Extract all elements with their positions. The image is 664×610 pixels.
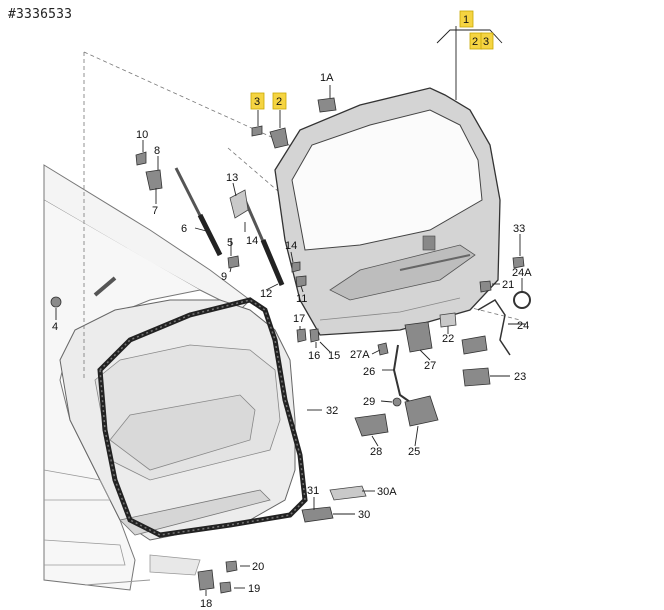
- part-label: 7: [152, 205, 158, 217]
- part-label: 29: [363, 396, 375, 408]
- part-label: 15: [328, 350, 340, 362]
- rod-part: [93, 276, 117, 297]
- highlight-box: [459, 10, 474, 28]
- part-label: 20: [252, 561, 264, 573]
- part-label: 12: [260, 288, 272, 300]
- part-label: 6: [181, 223, 187, 235]
- actuator-part: [461, 335, 488, 355]
- highlight-box: [480, 32, 494, 50]
- clip-part-27a: [377, 342, 389, 356]
- bumper-part: [291, 261, 301, 273]
- bumper-part-11: [295, 275, 307, 288]
- part-label: 33: [513, 223, 525, 235]
- cable-part: [392, 344, 411, 403]
- part-label: 19: [248, 583, 260, 595]
- screw-part-20: [225, 560, 238, 573]
- part-label: 9: [221, 271, 227, 283]
- actuator-part-23: [462, 367, 491, 387]
- part-label: 10: [136, 129, 148, 141]
- part-label: 5: [227, 237, 233, 249]
- part-label: 27A: [350, 349, 370, 361]
- part-label: 8: [154, 145, 160, 157]
- switch-part: [479, 280, 492, 293]
- part-label: 1: [463, 14, 469, 26]
- part-label: 25: [408, 446, 420, 458]
- part-label: 13: [226, 172, 238, 184]
- part-label: 18: [200, 598, 212, 610]
- plug-part: [309, 328, 320, 343]
- part-label: 23: [514, 371, 526, 383]
- bolt-part: [251, 125, 263, 137]
- part-label: 11: [296, 293, 307, 305]
- part-label: 22: [442, 333, 454, 345]
- cover-part: [439, 312, 457, 328]
- harness-part: [477, 298, 511, 356]
- part-label: 28: [370, 446, 382, 458]
- hinge-part-1a: [317, 97, 337, 113]
- grommet-part: [50, 296, 62, 308]
- part-label: 31: [307, 485, 319, 497]
- ring-part: [513, 291, 531, 309]
- bracket-part-18: [197, 569, 215, 591]
- part-label: 32: [326, 405, 338, 417]
- hinge-part: [269, 127, 289, 149]
- vehicle-body: [43, 164, 296, 591]
- part-label: 3: [254, 96, 260, 108]
- part-label: 2: [472, 36, 478, 48]
- part-label: 14: [246, 235, 258, 247]
- part-label: 14: [285, 240, 297, 252]
- handle-part: [404, 395, 439, 427]
- camera-part: [301, 506, 334, 523]
- clip-part: [135, 151, 147, 166]
- part-label: 24: [517, 320, 529, 332]
- leader-lines: [55, 26, 525, 596]
- lock-part: [404, 321, 433, 353]
- part-label: 27: [424, 360, 436, 372]
- screw-part: [227, 255, 240, 269]
- part-label: 30A: [377, 486, 397, 498]
- part-label: 16: [308, 350, 320, 362]
- bracket-part-13: [229, 189, 249, 219]
- label-group: 1A 10 8 7 6 13 5 14 9 4 12 14 11 33 24A …: [52, 72, 532, 610]
- tailgate: [274, 87, 501, 336]
- part-label: 24A: [512, 267, 532, 279]
- part-label: 2: [276, 96, 282, 108]
- part-label: 26: [363, 366, 375, 378]
- label-group-highlighted: 1 2 3 3 2: [250, 10, 494, 110]
- label-part-30a: [329, 485, 367, 501]
- clip-part-33: [512, 256, 525, 269]
- part-label: 21: [502, 279, 514, 291]
- part-label: 30: [358, 509, 370, 521]
- bracket-part: [145, 169, 163, 191]
- screw-part-19: [219, 581, 232, 594]
- part-label: 17: [293, 313, 305, 325]
- screw-part-17: [296, 328, 307, 343]
- door-seal: [97, 297, 308, 538]
- gas-strut-left: [174, 167, 223, 257]
- part-label: 3: [483, 36, 489, 48]
- part-label: 1A: [320, 72, 334, 84]
- highlight-box: [250, 92, 265, 110]
- trim-part: [354, 413, 389, 437]
- screw-part-29: [392, 397, 402, 407]
- diagram-id: #3336533: [8, 7, 73, 22]
- gas-strut-right: [243, 199, 285, 286]
- highlight-box: [272, 92, 287, 110]
- part-label: 4: [52, 321, 58, 333]
